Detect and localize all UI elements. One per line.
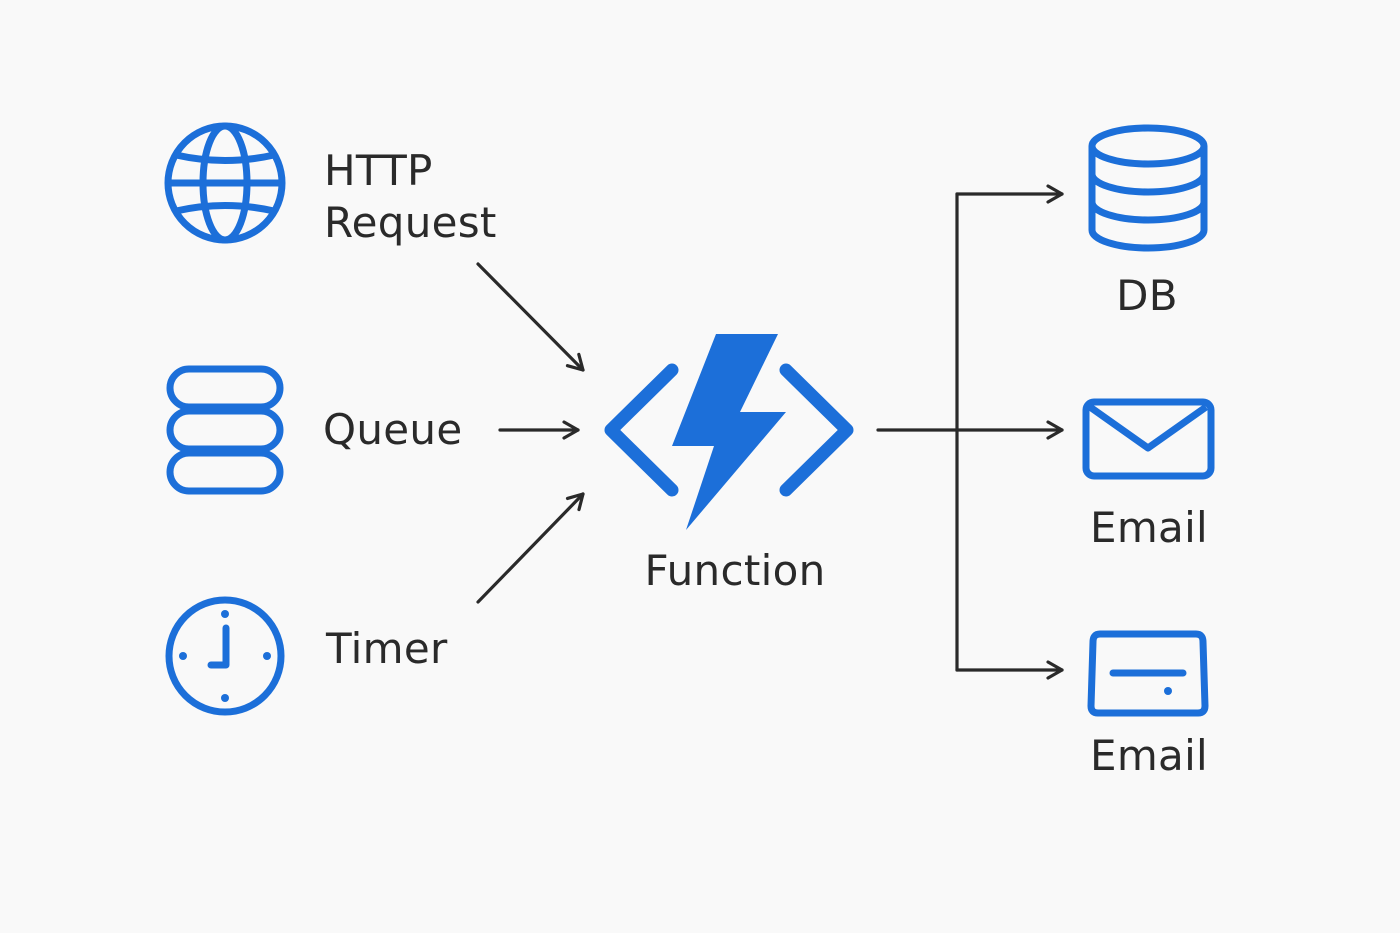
clock-icon xyxy=(165,596,285,716)
function-label: Function xyxy=(644,546,826,595)
arrow-timer-to-function xyxy=(476,492,585,604)
input-arrows xyxy=(476,262,585,604)
http-request-label-line-1: HTTP xyxy=(324,146,433,195)
queue-label: Queue xyxy=(323,405,463,454)
http-request-label-line-2: Request xyxy=(324,198,497,248)
mail-tray-icon xyxy=(1087,630,1209,717)
http-request-label: HTTP Request xyxy=(324,145,497,249)
db-label: DB xyxy=(1116,271,1178,320)
database-icon xyxy=(1088,124,1208,252)
email-2-label: Email xyxy=(1089,731,1209,780)
email-label: Email xyxy=(1089,503,1209,552)
output-arrows xyxy=(876,184,1064,680)
queue-icon xyxy=(166,365,284,495)
timer-label: Timer xyxy=(326,624,448,673)
azure-function-icon xyxy=(604,334,854,530)
envelope-icon xyxy=(1082,398,1215,480)
arrow-http-to-function xyxy=(476,262,585,372)
globe-icon xyxy=(164,122,286,244)
